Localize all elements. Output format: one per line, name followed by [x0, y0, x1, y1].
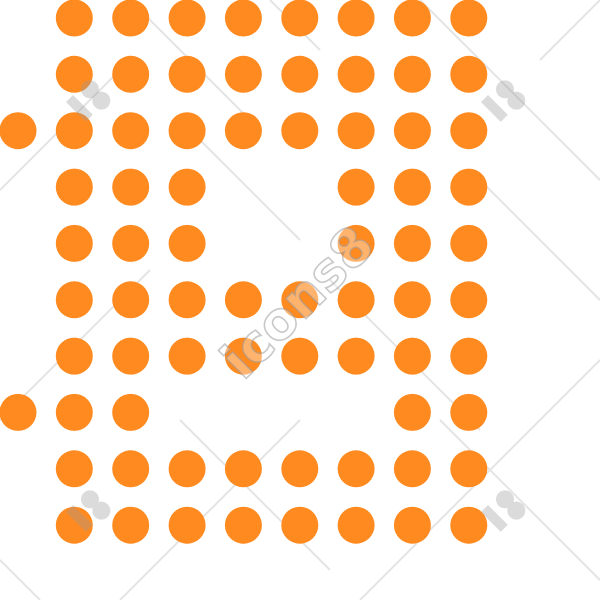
dot: [55, 55, 93, 93]
dot: [450, 393, 488, 431]
dot: [450, 55, 488, 93]
dot: [112, 55, 150, 93]
dot: [112, 0, 150, 37]
dot: [281, 55, 319, 93]
watermark-line: [0, 559, 41, 600]
dot: [337, 224, 375, 262]
dot: [55, 450, 93, 488]
dot: [224, 506, 262, 544]
dot: [55, 112, 93, 150]
dot: [168, 0, 206, 37]
dot: [112, 112, 150, 150]
dot: [168, 112, 206, 150]
dot: [450, 506, 488, 544]
dot: [112, 450, 150, 488]
watermark-line: [479, 179, 600, 301]
dot: [337, 55, 375, 93]
dot: [224, 281, 262, 319]
watermark-logo: [480, 80, 526, 122]
dot: [112, 506, 150, 544]
dot: [337, 337, 375, 375]
dot: [224, 337, 262, 375]
dot: [55, 0, 93, 37]
dot: [55, 224, 93, 262]
dot: [168, 337, 206, 375]
dot: [337, 506, 375, 544]
dot: [337, 112, 375, 150]
dot: [55, 281, 93, 319]
dot: [168, 168, 206, 206]
dot: [55, 393, 93, 431]
watermark-line: [539, 0, 600, 61]
dot: [281, 506, 319, 544]
dot: [393, 0, 431, 37]
dot: [224, 55, 262, 93]
watermark-logo: [65, 490, 111, 532]
dot: [393, 393, 431, 431]
dot: [168, 281, 206, 319]
dot: [55, 506, 93, 544]
dot: [224, 112, 262, 150]
dot: [0, 112, 37, 150]
dot: [393, 168, 431, 206]
dot: [281, 112, 319, 150]
dot: [281, 450, 319, 488]
dot: [450, 168, 488, 206]
dot: [450, 224, 488, 262]
dot: [337, 281, 375, 319]
dot: [168, 450, 206, 488]
watermark-logo: [480, 490, 526, 532]
watermark-line: [179, 419, 331, 571]
dot: [281, 281, 319, 319]
dot: [112, 224, 150, 262]
dot: [168, 55, 206, 93]
dot: [281, 0, 319, 37]
dot: [393, 55, 431, 93]
dot-grid: [0, 0, 488, 544]
watermark-line: [119, 419, 301, 600]
dot: [168, 506, 206, 544]
dot: [450, 0, 488, 37]
dot: [281, 337, 319, 375]
dot: [450, 337, 488, 375]
dot: [337, 450, 375, 488]
dot: [450, 112, 488, 150]
dot: [393, 506, 431, 544]
dot: [450, 450, 488, 488]
dot: [224, 450, 262, 488]
dot: [393, 112, 431, 150]
dot: [393, 224, 431, 262]
dot: [55, 168, 93, 206]
dot: [112, 393, 150, 431]
watermark-line: [439, 419, 600, 581]
dot: [393, 337, 431, 375]
dot: [168, 224, 206, 262]
watermark-line: [199, 139, 301, 241]
dot: [55, 337, 93, 375]
watermark-logos: [65, 80, 526, 532]
dot: [112, 168, 150, 206]
dot: [337, 0, 375, 37]
dot: [0, 393, 37, 431]
watermark-line: [419, 0, 600, 181]
dot: [224, 0, 262, 37]
watermark-logo: [65, 80, 111, 122]
dot: [393, 281, 431, 319]
dot: [112, 337, 150, 375]
dot: [337, 168, 375, 206]
dot: [393, 450, 431, 488]
dot: [450, 281, 488, 319]
dot: [112, 281, 150, 319]
